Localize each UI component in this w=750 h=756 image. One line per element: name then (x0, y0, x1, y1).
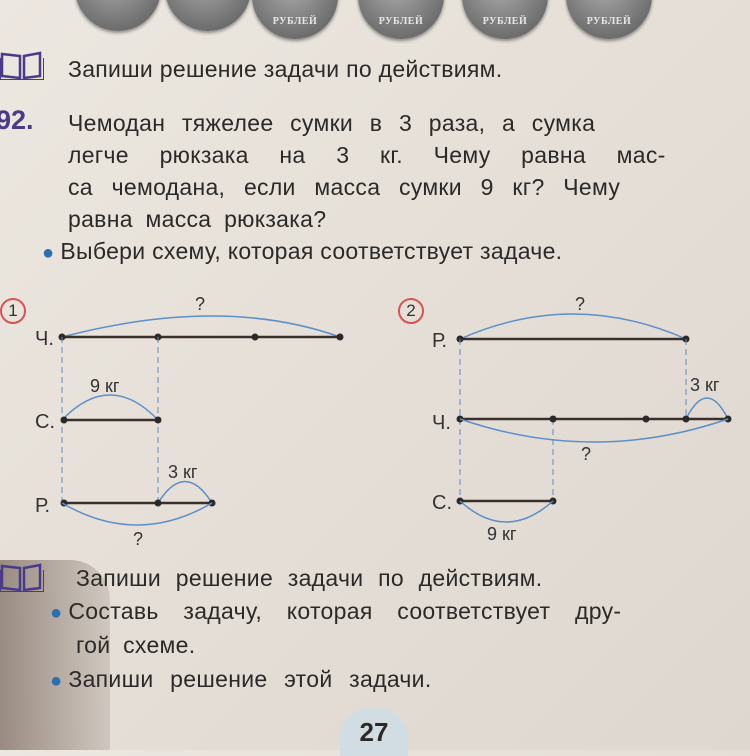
task-line: са чемодана, если масса сумки 9 кг? Чему (68, 174, 621, 200)
value-3kg: 3 кг (690, 375, 720, 395)
scheme2-diagram: Р. Ч. С. ? 3 кг ? 9 кг (432, 294, 732, 544)
label-s: С. (432, 492, 452, 514)
scheme2-number-badge: 2 (398, 298, 424, 324)
instruction-text: Запиши решение задачи по действиям. (76, 565, 543, 591)
task-line: Чемодан тяжелее сумки в 3 раза, а сумка (68, 110, 596, 136)
bullet-item: ●Выбери схему, которая соответствует зад… (42, 238, 563, 264)
value-9kg: 9 кг (487, 524, 517, 544)
label-ch: Ч. (432, 412, 451, 434)
bullet-icon: ● (42, 242, 55, 264)
bullet-continuation: гой схеме. (76, 632, 196, 658)
scheme1-diagram: Ч. С. Р. ? 9 кг 3 кг ? (35, 294, 344, 549)
coin-image: РУБЛЕЙ (566, 0, 652, 39)
question-mark: ? (195, 294, 205, 314)
task-line: равна масса рюкзака? (68, 206, 327, 232)
label-s: С. (35, 411, 55, 433)
bullet-item: ●Запиши решение этой задачи. (50, 666, 432, 692)
bullet-icon: ● (50, 670, 63, 692)
value-3kg: 3 кг (168, 462, 198, 482)
instruction-text: Запиши решение задачи по действиям. (68, 56, 503, 82)
label-ch: Ч. (35, 328, 54, 350)
bullet-icon: ● (50, 602, 63, 624)
book-icon (0, 51, 44, 80)
coin-image (75, 0, 161, 31)
page-number: 27 (340, 708, 408, 756)
coin-image: РУБЛЕЙ (358, 0, 444, 39)
label-r: Р. (35, 495, 50, 517)
coin-image: РУБЛЕЙ (462, 0, 548, 39)
task-number: 92. (0, 105, 34, 135)
question-mark: ? (581, 444, 591, 464)
label-r: Р. (432, 330, 447, 352)
coins-illustration: РУБЛЕЙ РУБЛЕЙ РУБЛЕЙ РУБЛЕЙ (0, 0, 750, 39)
task-line: легче рюкзака на 3 кг. Чему равна мас- (68, 142, 666, 168)
question-mark: ? (575, 294, 585, 314)
scheme1-number-badge: 1 (0, 298, 26, 324)
coin-image: РУБЛЕЙ (252, 0, 338, 39)
bullet-item: ●Составь задачу, которая соответствует д… (50, 598, 622, 624)
value-9kg: 9 кг (90, 376, 120, 396)
coin-image (165, 0, 251, 31)
book-icon (0, 563, 44, 592)
question-mark: ? (133, 529, 143, 549)
